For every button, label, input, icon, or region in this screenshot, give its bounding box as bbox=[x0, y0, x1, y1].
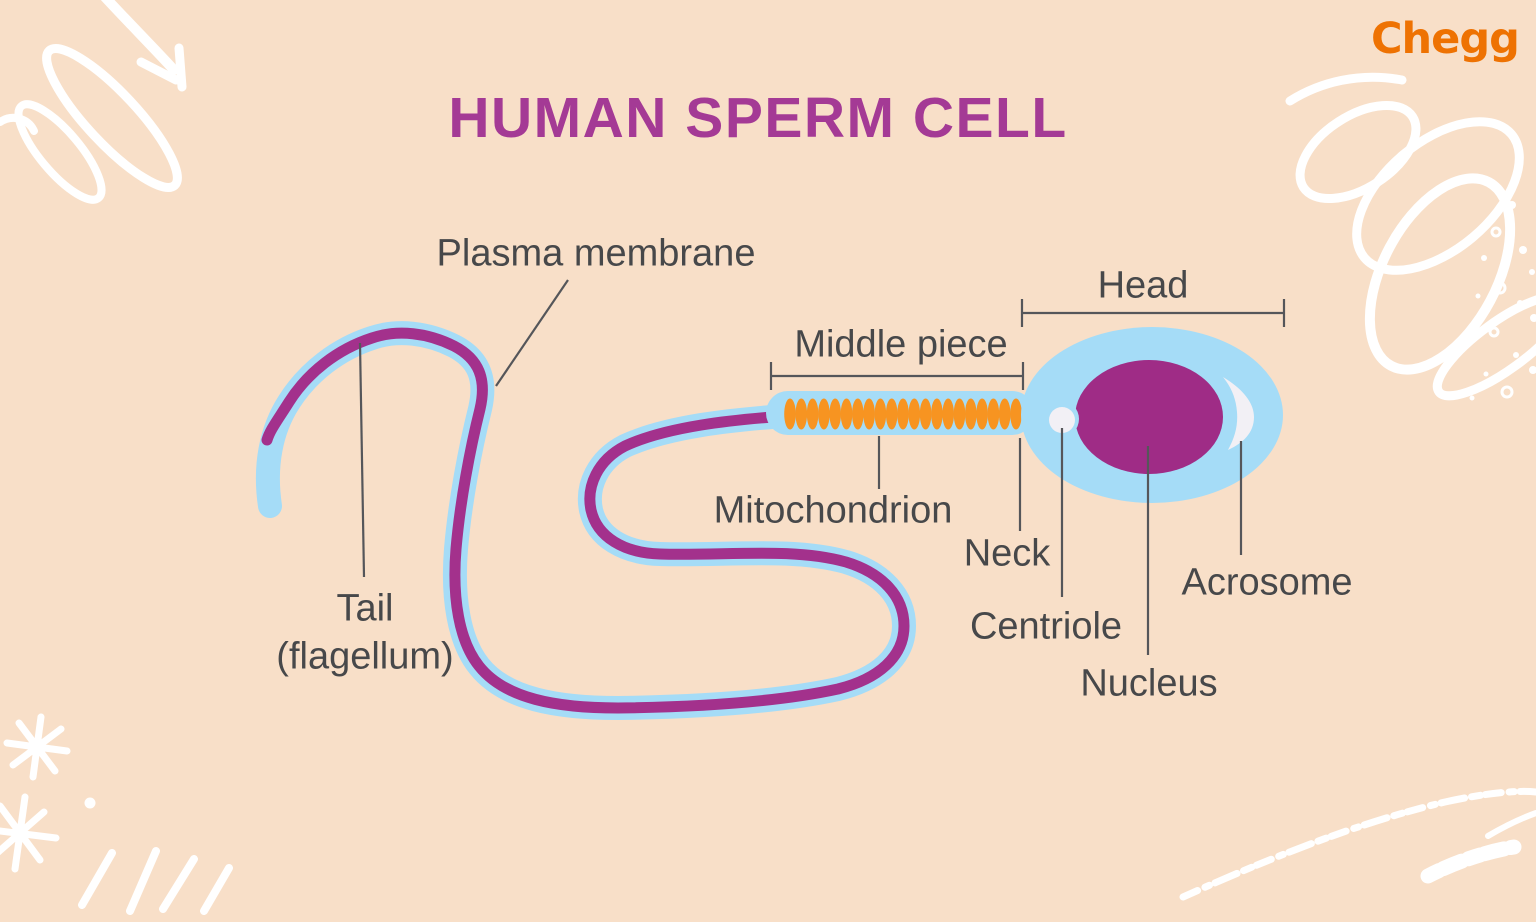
decoration-right-doodle bbox=[1285, 72, 1536, 401]
label-tail-line1: Tail bbox=[336, 587, 394, 630]
mitochondrion-oval bbox=[806, 398, 819, 430]
label-middle-piece: Middle piece bbox=[794, 323, 1008, 366]
decoration-bottom-right bbox=[1179, 787, 1536, 901]
tail-flagellum-shape bbox=[261, 327, 910, 714]
middle-piece-bracket bbox=[769, 362, 1025, 390]
mitochondrion-oval bbox=[976, 398, 988, 430]
mitochondrion-oval bbox=[942, 398, 954, 430]
mitochondrion-oval bbox=[863, 398, 875, 430]
nucleus-shape bbox=[1075, 360, 1223, 474]
sperm-cell bbox=[255, 321, 1283, 721]
hatch-lines bbox=[78, 847, 233, 915]
mitochondrion-oval bbox=[795, 398, 808, 430]
head-bracket bbox=[1020, 299, 1286, 327]
label-head: Head bbox=[1097, 264, 1189, 307]
label-plasma-membrane: Plasma membrane bbox=[436, 232, 756, 275]
doodle-speckles bbox=[1469, 201, 1536, 401]
label-tail-line2: (flagellum) bbox=[276, 635, 454, 677]
doodle-loop bbox=[1364, 173, 1516, 375]
mitochondrion-oval bbox=[919, 398, 932, 430]
mitochondrion-oval bbox=[818, 398, 830, 430]
label-tail: Tail (flagellum) bbox=[276, 586, 453, 681]
label-neck: Neck bbox=[963, 532, 1051, 575]
mitochondrion-oval bbox=[897, 398, 909, 430]
page-title: HUMAN SPERM CELL bbox=[448, 86, 1068, 150]
arrow-head-icon bbox=[136, 43, 187, 92]
doodle-loop bbox=[14, 100, 106, 204]
annotation-lines bbox=[358, 279, 1286, 655]
sparkle-icon bbox=[3, 713, 71, 781]
chalk-scribble bbox=[1420, 839, 1522, 884]
doodle-loop bbox=[1352, 117, 1524, 275]
mitochondrion-oval bbox=[908, 398, 921, 430]
label-mitochondrion: Mitochondrion bbox=[713, 489, 953, 532]
mitochondria-group bbox=[784, 398, 1022, 430]
chalk-arc bbox=[1179, 787, 1536, 901]
mitochondrion-oval bbox=[998, 398, 1011, 430]
tail-pointer bbox=[358, 342, 366, 578]
decoration-bottom-left bbox=[0, 713, 233, 915]
label-centriole: Centriole bbox=[969, 605, 1123, 648]
mitochondrion-oval bbox=[840, 398, 853, 430]
acrosome-shape bbox=[1223, 377, 1254, 450]
mitochondrion-oval bbox=[953, 398, 966, 430]
arrow-curve bbox=[100, 0, 179, 75]
plasma-membrane-pointer bbox=[495, 279, 569, 387]
doodle-arc bbox=[1285, 72, 1407, 106]
mitochondrion-oval bbox=[829, 398, 841, 430]
mitochondrion-oval bbox=[784, 398, 796, 430]
label-acrosome: Acrosome bbox=[1181, 561, 1353, 604]
chegg-logo: Chegg bbox=[1371, 14, 1520, 64]
mitochondrion-oval bbox=[987, 398, 1000, 430]
doodle-dot bbox=[84, 797, 96, 809]
doodle-loop bbox=[42, 44, 182, 192]
mitochondrion-oval bbox=[874, 398, 887, 430]
mitochondrion-oval bbox=[885, 398, 898, 430]
mitochondrion-oval bbox=[852, 398, 864, 430]
sparkle-icon bbox=[0, 793, 60, 873]
doodle-arc bbox=[0, 113, 38, 135]
label-nucleus: Nucleus bbox=[1080, 662, 1218, 705]
chalk-scribble bbox=[1485, 810, 1536, 839]
mitochondrion-oval bbox=[1010, 398, 1022, 430]
mitochondrion-oval bbox=[965, 398, 977, 430]
centriole-shape bbox=[1049, 407, 1075, 433]
doodle-leaf bbox=[1432, 291, 1536, 401]
mitochondrion-oval bbox=[931, 398, 943, 430]
decoration-top-left-doodle bbox=[0, 0, 187, 204]
